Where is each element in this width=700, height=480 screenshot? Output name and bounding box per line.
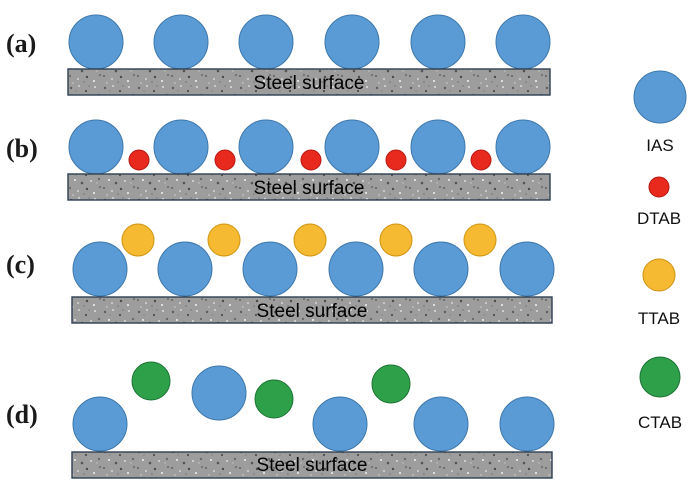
panel-b: (b) Steel surface — [6, 119, 551, 201]
ias-molecule — [410, 119, 466, 175]
ias-molecule — [499, 241, 555, 297]
steel-surface-d — [71, 451, 553, 479]
dtab-molecule — [214, 149, 236, 171]
surface-label-d: Steel surface — [257, 455, 368, 476]
ias-molecule — [153, 119, 209, 175]
legend-label-dtab: DTAB — [637, 209, 681, 228]
ias-molecule — [153, 14, 209, 70]
ias-molecule — [238, 119, 294, 175]
ias-molecule — [324, 14, 380, 70]
ttab-molecule — [121, 223, 155, 257]
ias-molecule — [312, 396, 368, 452]
ias-molecule — [495, 119, 551, 175]
legend-label-ctab: CTAB — [638, 413, 682, 432]
ctab-molecule — [371, 364, 411, 404]
steel-surface-a — [67, 68, 551, 96]
dtab-molecule — [470, 149, 492, 171]
molecules-row-a — [68, 14, 551, 70]
legend-item-dtab: DTAB — [637, 176, 681, 228]
surface-label-c: Steel surface — [257, 301, 368, 322]
panel-label-a: (a) — [6, 29, 36, 58]
panel-a: (a) Steel surface — [6, 14, 551, 96]
steel-surface-c — [71, 296, 553, 324]
legend-swatch-ias — [633, 70, 687, 124]
legend-item-ias: IAS — [633, 70, 687, 155]
ias-molecule — [157, 241, 213, 297]
ias-molecule — [413, 396, 469, 452]
ttab-molecule — [293, 223, 327, 257]
dtab-molecule — [300, 149, 322, 171]
ias-molecule — [68, 119, 124, 175]
panel-label-c: (c) — [6, 250, 35, 279]
legend-swatch-dtab — [648, 176, 670, 198]
ttab-molecule — [379, 223, 413, 257]
legend-label-ias: IAS — [646, 136, 673, 155]
molecules-row-d — [72, 361, 555, 452]
legend: IAS DTAB TTAB CTAB — [633, 70, 687, 432]
molecules-row-b — [68, 119, 551, 175]
ctab-molecule — [131, 361, 171, 401]
steel-surface-b — [67, 173, 551, 201]
legend-item-ttab: TTAB — [638, 258, 680, 328]
panel-d: (d) Steel surface — [6, 361, 555, 479]
ias-molecule — [68, 14, 124, 70]
legend-item-ctab: CTAB — [638, 356, 682, 432]
panel-label-d: (d) — [6, 400, 38, 429]
ias-molecule — [324, 119, 380, 175]
ias-molecule — [191, 365, 247, 421]
molecules-row-c — [72, 223, 555, 297]
ias-molecule — [499, 396, 555, 452]
legend-swatch-ttab — [642, 258, 676, 292]
surface-label-a: Steel surface — [254, 73, 365, 94]
dtab-molecule — [128, 149, 150, 171]
ias-molecule — [242, 241, 298, 297]
ias-molecule — [72, 396, 128, 452]
legend-label-ttab: TTAB — [638, 309, 680, 328]
ttab-molecule — [463, 223, 497, 257]
ias-molecule — [495, 14, 551, 70]
ias-molecule — [413, 241, 469, 297]
ias-molecule — [410, 14, 466, 70]
ias-molecule — [238, 14, 294, 70]
ias-molecule — [328, 241, 384, 297]
panel-c: (c) Steel surface — [6, 223, 555, 324]
ttab-molecule — [207, 223, 241, 257]
dtab-molecule — [385, 149, 407, 171]
ias-molecule — [72, 241, 128, 297]
ctab-molecule — [254, 379, 294, 419]
surface-label-b: Steel surface — [254, 178, 365, 199]
legend-swatch-ctab — [639, 356, 681, 398]
panel-label-b: (b) — [6, 134, 38, 163]
